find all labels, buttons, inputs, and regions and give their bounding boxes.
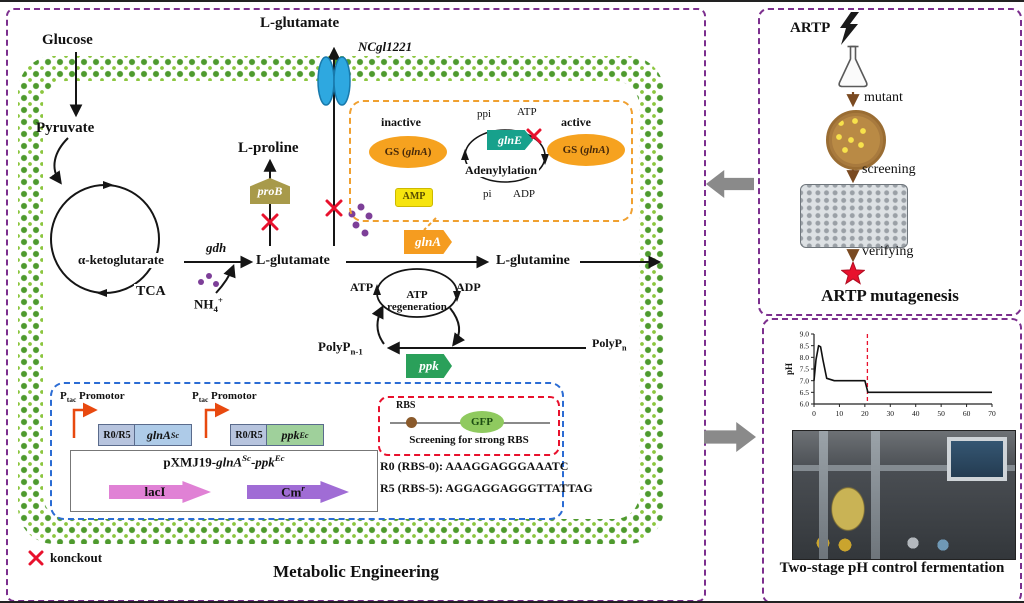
r0-sequence: R0 (RBS-0): AAAGGAGGGAAATC (380, 459, 569, 473)
svg-text:10: 10 (836, 409, 844, 418)
knockout-legend-icon (28, 550, 44, 566)
mutant-label: mutant (864, 90, 903, 105)
lacI-gene-arrow: lacI (109, 481, 211, 503)
polyp-n-label: PolyPn (590, 336, 629, 353)
glucose-label: Glucose (42, 32, 93, 48)
star-icon (841, 262, 865, 285)
glutamine-label: L-glutamine (494, 253, 572, 269)
adp-label: ADP (456, 280, 481, 294)
verifying-label: verifying (862, 244, 914, 259)
gs-inactive-label: inactive (381, 115, 421, 129)
gs-active-enzyme: GS (glnA) (547, 134, 625, 166)
fermentation-photo (792, 430, 1016, 560)
artp-mutagenesis-panel: ARTP mutant screening verifying ARTP mut… (758, 8, 1022, 316)
svg-text:70: 70 (988, 409, 996, 418)
svg-text:0: 0 (812, 409, 816, 418)
lightning-icon (840, 12, 859, 45)
polyp-n-1-label: PolyPn-1 (316, 339, 365, 358)
ncgl1221-label: NCgl1221 (356, 39, 415, 55)
fermentation-panel-title: Two-stage pH control fermentation (779, 560, 1005, 576)
amp-badge: AMP (395, 188, 433, 207)
atp-regeneration-label: ATP regeneration (387, 289, 447, 314)
rbs-screening-box: RBS GFP Screening for strong RBS (378, 396, 560, 456)
svg-text:6.0: 6.0 (800, 400, 810, 409)
rbs-slot-box-1: R0/R5 (98, 424, 136, 446)
svg-text:50: 50 (937, 409, 945, 418)
flask-icon (838, 45, 868, 88)
svg-text:8.5: 8.5 (800, 341, 810, 350)
knockout-legend-label: konckout (50, 550, 103, 565)
artp-panel-title: ARTP mutagenesis (821, 286, 959, 305)
promoter-label-1: Ptac Promotor (60, 390, 125, 405)
pi-label: pi (481, 188, 494, 201)
svg-text:pH: pH (784, 363, 794, 375)
cmr-gene-arrow: Cmr (247, 481, 349, 503)
gdh-label: gdh (206, 240, 227, 255)
svg-text:20: 20 (861, 409, 869, 418)
ppk-tag: ppk (406, 354, 452, 378)
nh4-label: NH4+ (194, 295, 223, 314)
atp-label: ATP (350, 280, 374, 294)
ph-chart: 0 10 20 30 40 50 60 70 9.0 8.5 8.0 7.5 7.0 6.5 6.0 pH (784, 330, 996, 418)
alpha-ketoglutarate-label: α-ketoglutarate (76, 252, 166, 268)
svg-text:7.5: 7.5 (800, 365, 810, 374)
fermentation-panel: 0 10 20 30 40 50 60 70 9.0 8.5 8.0 7.5 7.0 6.5 6.0 pH T… (762, 318, 1022, 601)
adenylylation-label: Adenylylation (463, 163, 540, 178)
glutamate-top-label: L-glutamate (260, 15, 340, 31)
svg-text:6.5: 6.5 (800, 388, 810, 397)
svg-text:60: 60 (963, 409, 971, 418)
metabolic-engineering-panel: Glucose Pyruvate α-ketoglutarate TCA gdh… (6, 8, 706, 601)
rbs-screening-caption: Screening for strong RBS (409, 434, 529, 446)
glnE-tag: glnE (487, 130, 533, 150)
svg-text:40: 40 (912, 409, 920, 418)
plasmid-name: pXMJ19-glnASc-ppkEc (163, 453, 285, 470)
96-well-plate-icon (800, 184, 908, 248)
atp-small-label: ATP (515, 106, 539, 119)
flow-arrow-right-icon (704, 422, 756, 452)
svg-text:8.0: 8.0 (800, 353, 810, 362)
artp-label: ARTP (790, 20, 831, 36)
adp-small-label: ADP (511, 188, 538, 201)
main-panel-title: Metabolic Engineering (273, 562, 439, 581)
proline-label: L-proline (238, 140, 299, 156)
rbs-label: RBS (396, 400, 416, 411)
gs-inactive-enzyme: GS (glnA) (369, 136, 447, 168)
rbs-dot-icon (406, 417, 417, 428)
glnA-tag: glnA (404, 230, 452, 254)
svg-text:9.0: 9.0 (800, 330, 810, 339)
svg-text:7.0: 7.0 (800, 376, 810, 385)
ppi-label: ppi (475, 108, 494, 121)
gs-active-label: active (561, 115, 591, 129)
pyruvate-label: Pyruvate (36, 120, 95, 136)
gfp-ellipse: GFP (460, 411, 504, 433)
plasmid-backbone: pXMJ19-glnASc-ppkEc lacI Cmr (70, 450, 378, 512)
petri-dish-icon (826, 110, 886, 170)
promoter-label-2: Ptac Promotor (192, 390, 257, 405)
svg-text:30: 30 (887, 409, 895, 418)
flow-arrow-left-icon (706, 170, 754, 198)
tca-label: TCA (134, 284, 168, 300)
rbs-slot-box-2: R0/R5 (230, 424, 268, 446)
r5-sequence: R5 (RBS-5): AGGAGGAGGGTTATTAG (380, 481, 593, 495)
gs-regulation-box: inactive active GS (glnA) GS (glnA) AMP … (349, 100, 633, 222)
glutamate-mid-label: L-glutamate (254, 253, 332, 269)
screening-label: screening (862, 162, 916, 177)
